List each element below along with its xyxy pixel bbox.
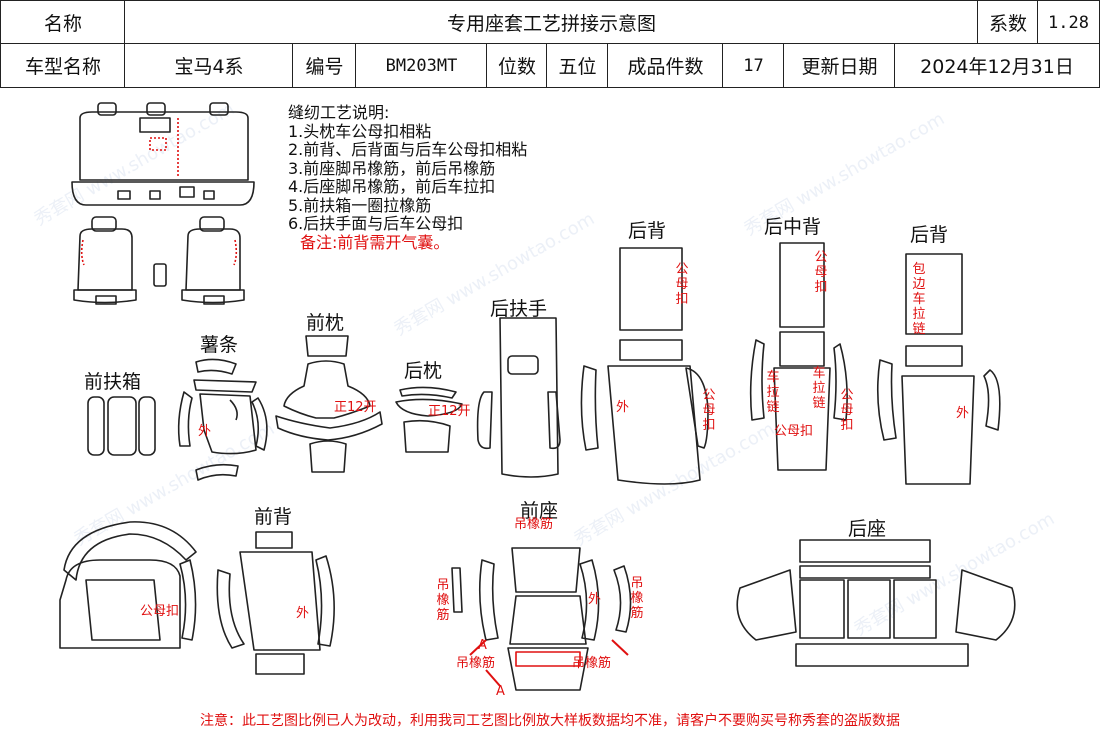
annotation-gongmukou: 公母扣 <box>702 388 716 433</box>
annotation-zheng-kai: 正12开 <box>334 400 377 415</box>
rear-pillow-pieces <box>395 386 463 453</box>
annotation-che-la-lian: 车拉链 <box>812 366 826 411</box>
note-item: 1.头枕车公母扣相粘 <box>288 121 432 141</box>
label-rear-mid-back: 后中背 <box>764 216 822 238</box>
annotation-wai: 外 <box>956 406 970 421</box>
annotation-diao-xiangjin: 吊橡筋 <box>572 656 612 671</box>
front-armbox-pieces <box>87 396 156 456</box>
rear-seat-pieces <box>736 539 1016 667</box>
note-item: 6.后扶手面与后车公母扣 <box>288 214 464 233</box>
label-front-seat: 前座 <box>520 500 559 522</box>
label-rear-seat: 后座 <box>848 518 887 540</box>
annotation-che-la-lian: 车拉链 <box>766 370 780 415</box>
name-label: 名称 <box>0 0 126 45</box>
model-value: 宝马4系 <box>124 43 294 88</box>
annotation-gongmukou: 公母扣 <box>675 262 689 307</box>
annotation-wai: 外 <box>588 592 602 607</box>
label-front-pillow: 前枕 <box>306 312 345 334</box>
rear-armrest-pieces <box>476 317 561 478</box>
label-strip: 薯条 <box>200 334 239 356</box>
label-front-back: 前背 <box>254 506 293 528</box>
label-rear-back-right: 后背 <box>910 224 949 246</box>
seats-value: 五位 <box>546 43 609 88</box>
annotation-gongmukou: 公母扣 <box>840 388 854 433</box>
sewing-notes: 缝纫工艺说明: 1.头枕车公母扣相粘 2.前背、后背面与后车公母扣相粘 3.前座… <box>288 103 528 252</box>
code-label: 编号 <box>292 43 357 88</box>
overview-rear-bench <box>71 102 255 206</box>
front-pillow-pieces <box>275 335 383 473</box>
seats-label: 位数 <box>486 43 548 88</box>
header-table: 名称 专用座套工艺拼接示意图 系数 1.28 车型名称 宝马4系 编号 BM20… <box>0 0 1100 88</box>
annotation-gongmukou: 公母扣 <box>774 424 814 439</box>
annotation-wai: 外 <box>616 400 630 415</box>
note-item: 5.前扶箱一圈拉橡筋 <box>288 195 432 215</box>
model-label: 车型名称 <box>0 43 126 88</box>
annotation-zheng-kai: 正12开 <box>428 404 471 419</box>
notes-remark: 备注:前背需开气囊。 <box>300 232 450 252</box>
annotation-gongmukou: 公母扣 <box>140 604 180 619</box>
rear-back-right-pieces <box>876 253 1001 485</box>
pieces-value: 17 <box>722 43 785 88</box>
footer-notice: 注意：此工艺图比例已人为改动，利用我司工艺图比例放大样板数据均不准，请客户不要购… <box>200 713 900 729</box>
label-front-armbox: 前扶箱 <box>84 371 142 393</box>
rear-mid-back-pieces <box>749 242 848 471</box>
note-item: 3.前座脚吊橡筋，前后吊橡筋 <box>288 158 496 178</box>
annotation-bao-bian-che-la-lian: 包边车拉链 <box>912 262 926 337</box>
annotation-diao-xiangjin: 吊橡筋 <box>436 578 450 623</box>
annotation-marker-a: A <box>496 684 505 699</box>
note-item: 2.前背、后背面与后车公母扣相粘 <box>288 140 528 159</box>
notes-title: 缝纫工艺说明: <box>288 103 390 122</box>
pieces-label: 成品件数 <box>607 43 724 88</box>
label-rear-back-left: 后背 <box>628 220 667 242</box>
code-value: BM203MT <box>355 43 488 88</box>
front-back-right-pieces <box>216 531 335 675</box>
strip-pieces <box>177 358 268 481</box>
annotation-wai: 外 <box>198 424 212 439</box>
label-rear-pillow: 后枕 <box>404 360 443 382</box>
annotation-diao-xiangjin: 吊橡筋 <box>514 517 554 532</box>
label-rear-armrest: 后扶手 <box>490 298 548 320</box>
annotation-wai: 外 <box>296 606 310 621</box>
front-seat-pieces <box>451 547 632 691</box>
annotation-gongmukou: 公母扣 <box>814 250 828 295</box>
date-label: 更新日期 <box>783 43 896 88</box>
annotation-diao-xiangjin: 吊橡筋 <box>630 576 644 621</box>
date-value: 2024年12月31日 <box>894 43 1100 88</box>
rear-back-left-pieces <box>580 247 709 485</box>
front-back-left-pieces <box>59 521 197 649</box>
red-markers <box>469 639 629 687</box>
overview-front-seats <box>73 216 245 305</box>
note-item: 4.后座脚吊橡筋，前后车拉扣 <box>288 177 496 196</box>
annotation-diao-xiangjin: 吊橡筋 <box>456 656 496 671</box>
coef-label: 系数 <box>977 0 1039 45</box>
annotation-marker-a: A <box>478 638 487 653</box>
